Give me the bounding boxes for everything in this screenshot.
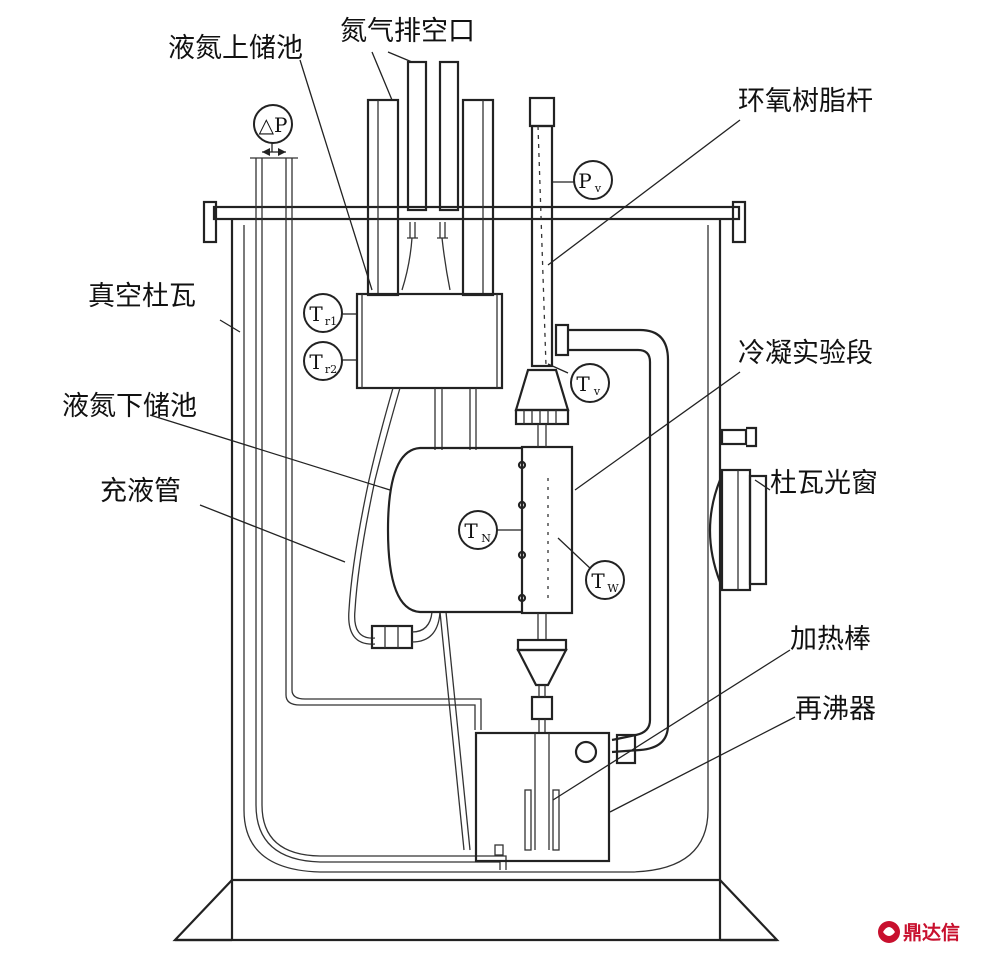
- label-n2-vent: 氮气排空口: [340, 16, 475, 47]
- reboiler-tank: [474, 731, 611, 863]
- label-epoxy-rod: 环氧树脂杆: [738, 86, 873, 117]
- sensor-tw: T W: [585, 560, 625, 600]
- lower-reservoir-tank: [386, 446, 522, 614]
- watermark-logo: 鼎达信: [878, 921, 960, 944]
- label-dewar-window: 杜瓦光窗: [770, 468, 878, 499]
- vacuum-dewar-vessel: [172, 200, 780, 942]
- tr2-symbol-sub: r2: [325, 363, 337, 376]
- tr1-symbol-main: T: [309, 302, 323, 326]
- epoxy-rod-assembly: [514, 96, 570, 447]
- upper-reservoir-tank: [355, 292, 504, 390]
- sensor-tv: T v: [570, 363, 610, 403]
- label-lower-reservoir: 液氮下储池: [62, 391, 197, 422]
- label-upper-reservoir: 液氮上储池: [168, 33, 303, 64]
- tv-symbol-sub: v: [593, 385, 601, 398]
- label-condensation-section: 冷凝实验段: [738, 338, 873, 369]
- pv-symbol-main: P: [578, 169, 591, 193]
- tv-symbol-main: T: [576, 372, 590, 396]
- tw-symbol-sub: W: [607, 582, 619, 595]
- tr1-symbol-sub: r1: [325, 315, 337, 328]
- transfer-tubes: [434, 388, 477, 851]
- condensation-section-body: [517, 445, 574, 615]
- label-reboiler: 再沸器: [795, 694, 876, 725]
- tn-symbol-main: T: [464, 519, 478, 543]
- dp-symbol: △P: [259, 113, 288, 137]
- tw-symbol-main: T: [591, 569, 605, 593]
- sensor-tn: T N: [458, 510, 498, 550]
- leader-lines: [149, 51, 796, 813]
- dp-lines: [250, 157, 507, 870]
- fill-tube: [348, 387, 441, 650]
- tn-symbol-sub: N: [481, 532, 491, 545]
- sensor-tr1: T r1: [303, 293, 343, 333]
- sensor-dp: △P: [253, 104, 293, 144]
- sensor-tr2: T r2: [303, 341, 343, 381]
- vapor-return-pipe: [554, 323, 670, 765]
- dewar-window-port: [708, 426, 768, 592]
- sensor-pv: P v: [573, 160, 613, 200]
- label-fill-tube: 充液管: [100, 476, 181, 507]
- label-vacuum-dewar: 真空杜瓦: [88, 281, 196, 312]
- watermark-text: 鼎达信: [903, 921, 960, 944]
- vent-tubes: [366, 60, 495, 297]
- label-heater-rod: 加热棒: [790, 624, 871, 655]
- lower-funnel: [516, 613, 568, 733]
- tr2-symbol-main: T: [309, 350, 323, 374]
- pv-symbol-sub: v: [594, 182, 602, 195]
